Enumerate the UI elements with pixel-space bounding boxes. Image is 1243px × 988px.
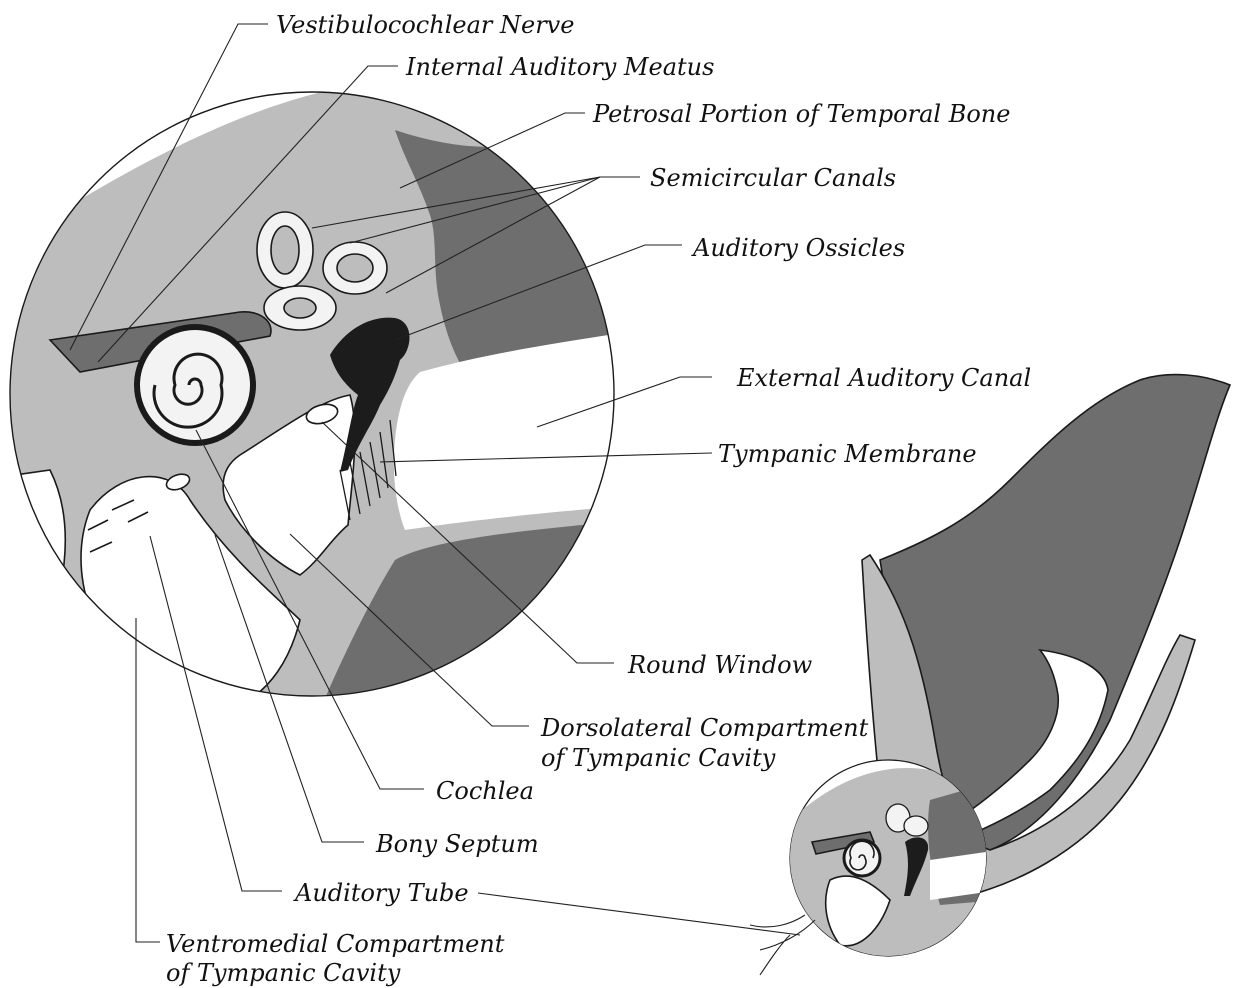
label-cochlea: Cochlea	[436, 777, 534, 805]
auditory-tube-region	[0, 470, 65, 620]
label-external-auditory-canal: External Auditory Canal	[736, 364, 1031, 392]
leader-auditory-tube-overview	[478, 893, 800, 935]
cochlea-shape	[137, 327, 253, 443]
label-vestibulocochlear-nerve: Vestibulocochlear Nerve	[276, 11, 574, 39]
label-petrosal-portion: Petrosal Portion of Temporal Bone	[592, 100, 1010, 128]
label-tympanic-membrane: Tympanic Membrane	[718, 440, 977, 468]
label-semicircular-canals: Semicircular Canals	[650, 164, 896, 192]
label-ventromedial-line1: Ventromedial Compartment	[166, 930, 505, 958]
label-bony-septum: Bony Septum	[375, 830, 539, 858]
auditory-tube-overview	[750, 915, 815, 975]
label-round-window: Round Window	[627, 651, 813, 679]
leader-ventromedial	[136, 618, 160, 942]
label-ventromedial-line2: of Tympanic Cavity	[166, 959, 401, 987]
label-auditory-tube: Auditory Tube	[293, 879, 469, 907]
label-internal-auditory-meatus: Internal Auditory Meatus	[405, 53, 714, 81]
label-auditory-ossicles: Auditory Ossicles	[691, 234, 905, 262]
label-dorsolateral-line2: of Tympanic Cavity	[541, 744, 776, 772]
magnified-view	[0, 76, 640, 760]
label-dorsolateral-line1: Dorsolateral Compartment	[540, 714, 869, 742]
